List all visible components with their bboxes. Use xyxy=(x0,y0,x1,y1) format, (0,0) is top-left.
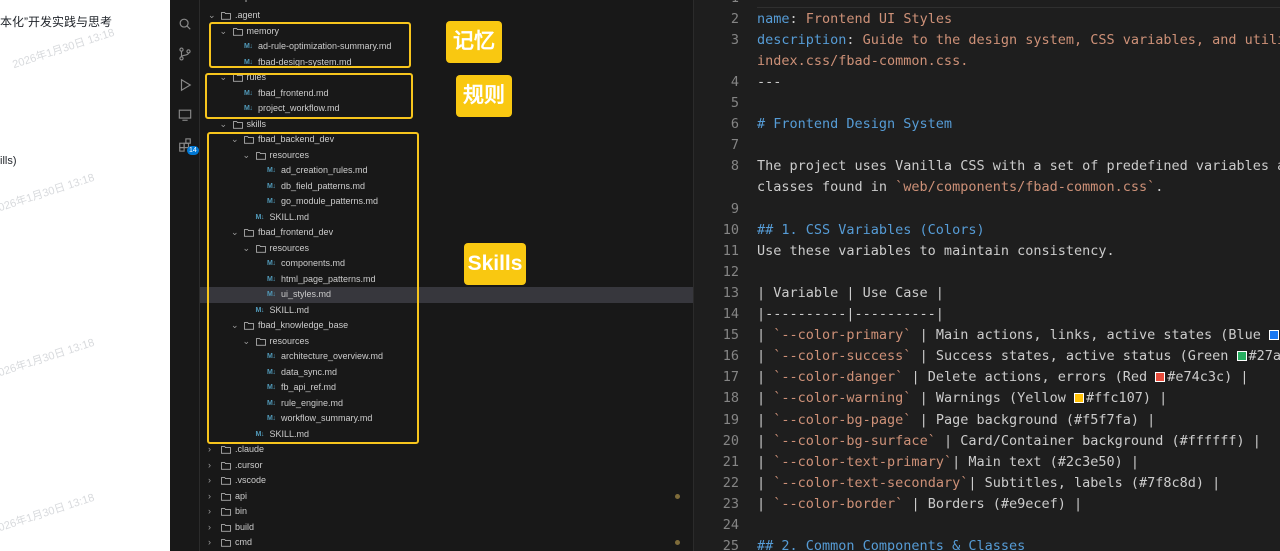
tag-memory: 记忆 xyxy=(446,21,502,63)
code-line[interactable]: The project uses Vanilla CSS with a set … xyxy=(757,158,1280,174)
explorer-root-folder[interactable]: api-admin xyxy=(240,0,280,2)
code-line[interactable]: | `--color-text-secondary`| Subtitles, l… xyxy=(757,475,1220,491)
folder-row[interactable]: › bin xyxy=(200,504,694,520)
code-line[interactable]: | `--color-border` | Borders (#e9ecef) | xyxy=(757,496,1082,512)
line-number: 23 xyxy=(695,496,739,512)
tree-item-label: .vscode xyxy=(235,473,266,489)
line-number: 6 xyxy=(695,116,739,132)
folder-icon xyxy=(221,535,233,551)
code-line[interactable]: |----------|----------| xyxy=(757,306,944,322)
tag-skills: Skills xyxy=(464,243,526,285)
folder-row[interactable]: › cmd xyxy=(200,535,694,551)
chevron-right-icon[interactable]: › xyxy=(208,458,218,474)
chevron-right-icon[interactable]: › xyxy=(208,504,218,520)
line-number: 25 xyxy=(695,538,739,551)
color-swatch-icon xyxy=(1269,330,1279,340)
extensions-badge: 14 xyxy=(187,146,199,155)
chevron-right-icon[interactable]: › xyxy=(208,473,218,489)
search-icon[interactable] xyxy=(178,17,192,31)
line-number: 13 xyxy=(695,285,739,301)
line-number: 1 xyxy=(695,0,739,6)
code-line[interactable]: ## 1. CSS Variables (Colors) xyxy=(757,222,985,238)
line-number: 14 xyxy=(695,306,739,322)
code-line[interactable]: | `--color-danger` | Delete actions, err… xyxy=(757,369,1249,385)
chevron-right-icon[interactable]: › xyxy=(208,520,218,536)
chevron-right-icon[interactable]: › xyxy=(208,535,218,551)
tag-rules: 规则 xyxy=(456,75,512,117)
line-number: 4 xyxy=(695,74,739,90)
folder-row[interactable]: › .claude xyxy=(200,442,694,458)
watermark: 2026年1月30日 13:18 xyxy=(10,24,116,72)
line-number: 12 xyxy=(695,264,739,280)
folder-row[interactable]: › build xyxy=(200,520,694,536)
code-line[interactable]: index.css/fbad-common.css. xyxy=(757,53,968,69)
line-number: 9 xyxy=(695,201,739,217)
color-swatch-icon xyxy=(1155,372,1165,382)
line-number: 15 xyxy=(695,327,739,343)
code-line[interactable]: name: Frontend UI Styles xyxy=(757,11,952,27)
code-line[interactable]: --- xyxy=(757,74,781,90)
tree-item-label: api xyxy=(235,489,247,505)
tree-item-label: .cursor xyxy=(235,458,263,474)
code-line[interactable]: Use these variables to maintain consiste… xyxy=(757,243,1115,259)
folder-row[interactable]: › .vscode xyxy=(200,473,694,489)
run-debug-icon[interactable] xyxy=(178,78,192,92)
highlight-box-skills xyxy=(207,132,419,444)
watermark: 2026年1月30日 13:18 xyxy=(0,334,96,382)
activity-bar: 14 xyxy=(170,0,200,551)
folder-row[interactable]: › .cursor xyxy=(200,458,694,474)
code-line[interactable]: classes found in `web/components/fbad-co… xyxy=(757,179,1163,195)
line-number: 10 xyxy=(695,222,739,238)
doc-text-fragment: ills) xyxy=(0,155,17,167)
code-line[interactable]: | `--color-warning` | Warnings (Yellow #… xyxy=(757,390,1167,406)
color-swatch-icon xyxy=(1074,393,1084,403)
code-line[interactable]: | `--color-bg-page` | Page background (#… xyxy=(757,412,1155,428)
code-line[interactable]: | `--color-text-primary`| Main text (#2c… xyxy=(757,454,1139,470)
folder-row[interactable]: › api xyxy=(200,489,694,505)
chevron-right-icon[interactable]: › xyxy=(208,489,218,505)
tree-item-label: cmd xyxy=(235,535,252,551)
watermark: 2026年1月30日 13:18 xyxy=(0,489,96,537)
code-line[interactable]: | Variable | Use Case | xyxy=(757,285,944,301)
line-number: 17 xyxy=(695,369,739,385)
code-line[interactable]: | `--color-primary` | Main actions, link… xyxy=(757,327,1280,343)
line-number: 2 xyxy=(695,11,739,27)
line-number: 5 xyxy=(695,95,739,111)
code-line[interactable]: # Frontend Design System xyxy=(757,116,952,132)
code-line[interactable]: ## 2. Common Components & Classes xyxy=(757,538,1025,551)
line-number: 24 xyxy=(695,517,739,533)
document-panel: 本化”开发实践与思考 ills) 2026年1月30日 13:18 2026年1… xyxy=(0,0,170,551)
tree-item-label: build xyxy=(235,520,254,536)
watermark: 2026年1月30日 13:18 xyxy=(0,169,96,217)
line-number: 22 xyxy=(695,475,739,491)
file-explorer: api-admin ⌄.agent⌄memoryM↓ad-rule-optimi… xyxy=(200,0,694,551)
code-line[interactable]: description: Guide to the design system,… xyxy=(757,32,1280,48)
line-number: 18 xyxy=(695,390,739,406)
tree-item-label: .claude xyxy=(235,442,264,458)
modified-dot-icon xyxy=(675,540,680,545)
code-editor[interactable]: 12name: Frontend UI Styles3description: … xyxy=(695,0,1280,551)
code-line[interactable]: | `--color-success` | Success states, ac… xyxy=(757,348,1280,364)
doc-title-fragment: 本化”开发实践与思考 xyxy=(0,13,112,30)
tree-item-label: bin xyxy=(235,504,247,520)
line-number: 21 xyxy=(695,454,739,470)
chevron-right-icon[interactable]: › xyxy=(208,442,218,458)
line-number: 19 xyxy=(695,412,739,428)
line-number: 3 xyxy=(695,32,739,48)
extensions-icon[interactable]: 14 xyxy=(178,138,192,152)
line-number: 20 xyxy=(695,433,739,449)
line-number: 8 xyxy=(695,158,739,174)
modified-dot-icon xyxy=(675,494,680,499)
highlight-box-memory xyxy=(209,22,411,68)
line-number: 16 xyxy=(695,348,739,364)
line-number: 7 xyxy=(695,137,739,153)
color-swatch-icon xyxy=(1237,351,1247,361)
source-control-icon[interactable] xyxy=(178,47,192,61)
code-line[interactable]: | `--color-bg-surface` | Card/Container … xyxy=(757,433,1261,449)
line-number: 11 xyxy=(695,243,739,259)
highlight-box-rules xyxy=(205,73,413,119)
